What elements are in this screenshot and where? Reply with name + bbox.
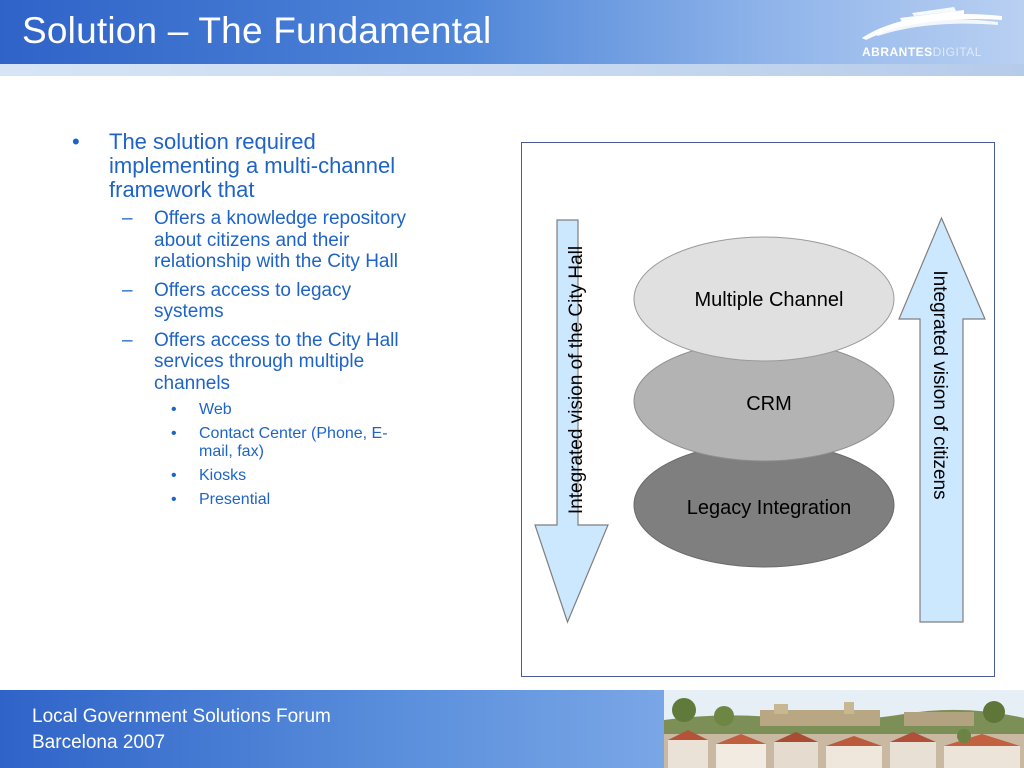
footer-location-year: Barcelona 2007	[32, 732, 166, 753]
sub-bullet-knowledge: – Offers a knowledge repository about ci…	[122, 208, 407, 272]
left-down-arrow	[534, 219, 609, 624]
bullet-dot-icon: •	[171, 401, 177, 418]
dash-icon: –	[122, 329, 133, 351]
channel-contact-center: • Contact Center (Phone, E-mail, fax)	[171, 425, 388, 460]
slide-title: Solution – The Fundamental	[22, 10, 492, 51]
footer-forum-name: Local Government Solutions Forum	[32, 706, 331, 727]
sub-bullet-services: – Offers access to the City Hall service…	[122, 329, 399, 394]
town-photo	[664, 690, 1024, 768]
header-stripe	[0, 64, 1024, 76]
architecture-diagram: Multiple Channel CRM Legacy Integration …	[534, 216, 986, 624]
diagram-frame	[521, 142, 995, 677]
logo-building-icon	[862, 7, 1002, 40]
bullet-dot-icon: •	[171, 467, 177, 484]
header-bar	[0, 0, 1024, 64]
label-crm: CRM	[746, 393, 792, 415]
channel-presential: • Presential	[171, 491, 271, 508]
logo-text: ABRANTESDIGITAL	[862, 45, 982, 59]
dash-icon: –	[122, 208, 133, 229]
label-integrated-vision-city-hall: Integrated vision of the City Hall	[566, 246, 587, 514]
footer-bar	[0, 690, 664, 768]
bullet-dot-icon: •	[72, 129, 80, 154]
bullet-list: • The solution required implementing a m…	[70, 130, 420, 509]
bullet-dot-icon: •	[171, 425, 177, 442]
channel-kiosks: • Kiosks	[171, 467, 247, 484]
label-integrated-vision-citizens: Integrated vision of citizens	[929, 270, 950, 499]
channel-web: • Web	[171, 401, 232, 418]
abrantes-logo: ABRANTESDIGITAL	[852, 4, 1012, 62]
right-up-arrow	[898, 216, 986, 623]
bullet-main: • The solution required implementing a m…	[72, 129, 396, 202]
ellipse-multiple-channel	[633, 236, 895, 362]
sub-bullet-legacy: – Offers access to legacy systems	[122, 279, 352, 323]
label-multiple-channel: Multiple Channel	[695, 289, 844, 311]
label-legacy-integration: Legacy Integration	[687, 497, 852, 519]
bullet-dot-icon: •	[171, 491, 177, 508]
dash-icon: –	[122, 279, 133, 301]
